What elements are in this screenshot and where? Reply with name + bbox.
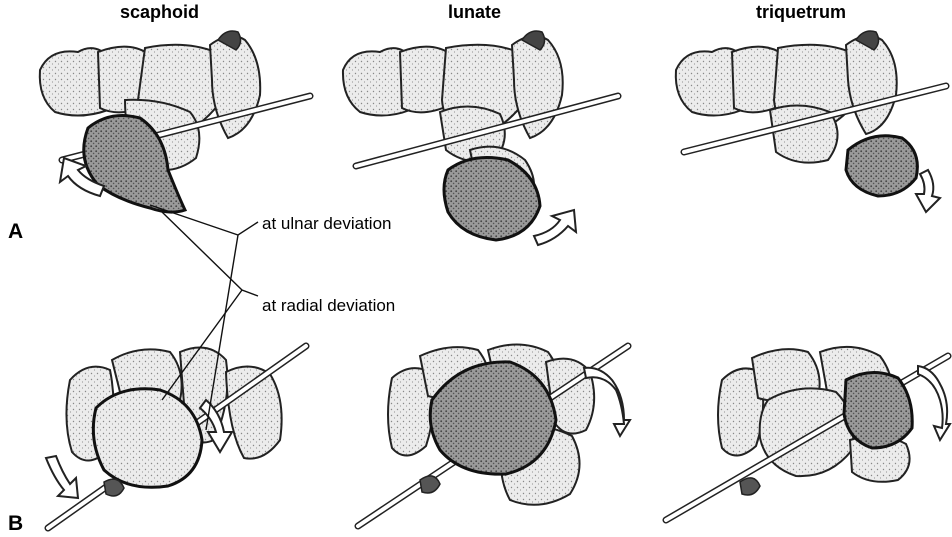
row-label-b: B — [8, 512, 23, 536]
panel-a-triquetrum — [676, 31, 946, 212]
curved-arrow — [46, 456, 78, 498]
bone-shape — [740, 478, 760, 495]
column-title-triquetrum: triquetrum — [756, 2, 846, 23]
row-label-a: A — [8, 220, 23, 244]
column-title-scaphoid: scaphoid — [120, 2, 199, 23]
bone-shape — [846, 36, 897, 134]
callout-ulnar-deviation: at ulnar deviation — [262, 214, 391, 234]
curved-arrow — [918, 366, 950, 440]
panel-a-scaphoid — [40, 31, 310, 212]
panel-b-triquetrum — [666, 347, 950, 520]
bone-shape-highlighted — [846, 136, 917, 196]
curved-arrow — [916, 170, 940, 212]
column-title-lunate: lunate — [448, 2, 501, 23]
callout-radial-deviation: at radial deviation — [262, 296, 395, 316]
panel-b-scaphoid — [46, 346, 306, 528]
bone-shape-highlighted — [844, 372, 912, 448]
bone-shape-highlighted — [93, 389, 202, 487]
panel-a-lunate — [343, 31, 618, 245]
panel-b-lunate — [358, 344, 630, 526]
leader-line-radial-1 — [162, 212, 258, 296]
curved-arrow — [534, 210, 576, 245]
bone-shape — [760, 388, 854, 476]
bone-shape — [420, 476, 440, 493]
